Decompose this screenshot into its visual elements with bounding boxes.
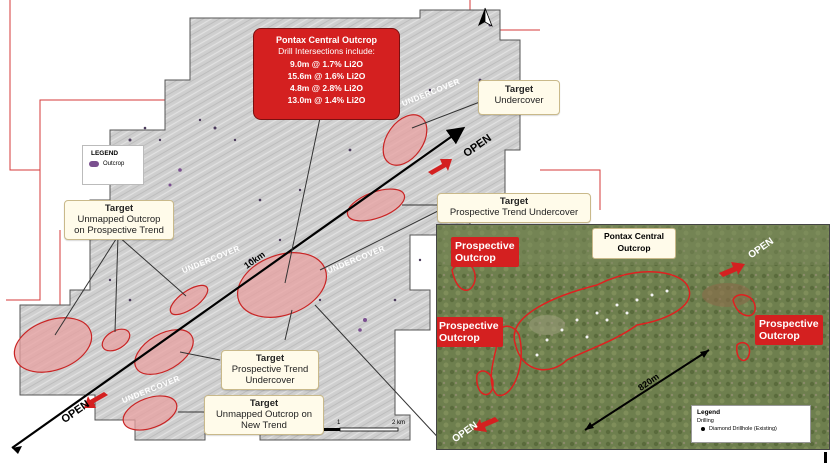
callout-text-2: Undercover [245,375,295,386]
callout-text-2: New Trend [241,420,287,431]
legend-item-outcrop: Outcrop [103,161,125,167]
callout-text-1: Unmapped Outcrop [77,214,161,225]
inset-legend-item: Diamond Drillhole (Existing) [709,426,777,432]
intersection-1: 9.0m @ 1.7% Li2O [289,59,363,69]
open-arrow-bottom-icon [84,392,108,408]
callout-title: Target [504,84,534,95]
open-arrow-top-icon [428,159,452,175]
label-line-2: Outcrop [759,330,800,342]
callout-text: Undercover [494,95,544,106]
callout-target-undercover: Target Undercover [478,80,560,115]
drillholes [535,289,669,357]
callout-title: Target [104,203,134,214]
inset-title-box: Pontax Central Outcrop [592,228,676,259]
label-line-2: Outcrop [439,332,480,344]
callout-text-2: on Prospective Trend [74,225,164,236]
label-line-2: Outcrop [455,252,496,264]
callout-title: Target [499,196,529,207]
inset-prospective-right: Prospective Outcrop [755,315,823,345]
inset-legend: Legend Drilling Diamond Drillhole (Exist… [691,405,811,443]
label-line-1: Prospective [439,320,499,332]
callout-unmapped-outcrop-new-trend: Target Unmapped Outcrop on New Trend [204,395,324,435]
trend-line [11,126,466,449]
callout-prospective-trend-undercover: Target Prospective Trend Undercover [437,193,591,223]
trend-arrow-start [12,446,22,454]
north-arrow-icon [478,7,493,27]
inset-title-2: Outcrop [617,243,651,253]
label-line-1: Prospective [455,240,515,252]
inset-open-arrow-top-icon [719,262,745,277]
callout-title: Target [255,353,285,364]
callout-prospective-trend-undercover-2: Target Prospective Trend Undercover [221,350,319,390]
outcrop-specks [108,23,492,332]
callout-text: Prospective Trend Undercover [449,207,579,218]
drillhole-icon [701,427,705,431]
edge-mark [824,452,827,463]
callout-title: Target [249,398,279,409]
inset-prospective-left-bottom: Prospective Outcrop [437,317,503,347]
label-line-1: Prospective [759,318,819,330]
target-ellipses [13,114,428,431]
outcrop-swatch-icon [89,161,99,167]
callout-unmapped-outcrop-trend: Target Unmapped Outcrop on Prospective T… [64,200,174,240]
central-box-title: Pontax Central Outcrop [275,35,377,45]
callout-text-1: Unmapped Outcrop on [215,409,313,420]
inset-prospective-left-top: Prospective Outcrop [451,237,519,267]
central-box-subtitle: Drill Intersections include: [278,46,375,56]
inset-legend-title: Legend [697,409,721,416]
inset-legend-sub: Drilling [697,418,714,424]
scale-mid: 1 [337,420,341,426]
central-outcrop-box: Pontax Central Outcrop Drill Intersectio… [253,28,400,120]
main-legend: LEGEND Outcrop [82,145,144,185]
intersection-4: 13.0m @ 1.4% Li2O [287,95,366,105]
inset-open-arrow-bottom-icon [473,417,499,432]
intersection-2: 15.6m @ 1.6% Li2O [287,71,366,81]
callout-connectors [54,99,486,446]
scale-end: 2 km [392,420,406,426]
callout-text-1: Prospective Trend [231,364,309,375]
inset-map: Prospective Outcrop Prospective Outcrop … [436,224,830,450]
legend-title: LEGEND [91,150,119,157]
intersection-3: 4.8m @ 2.8% Li2O [289,83,363,93]
inset-title: Pontax Central [604,231,664,241]
